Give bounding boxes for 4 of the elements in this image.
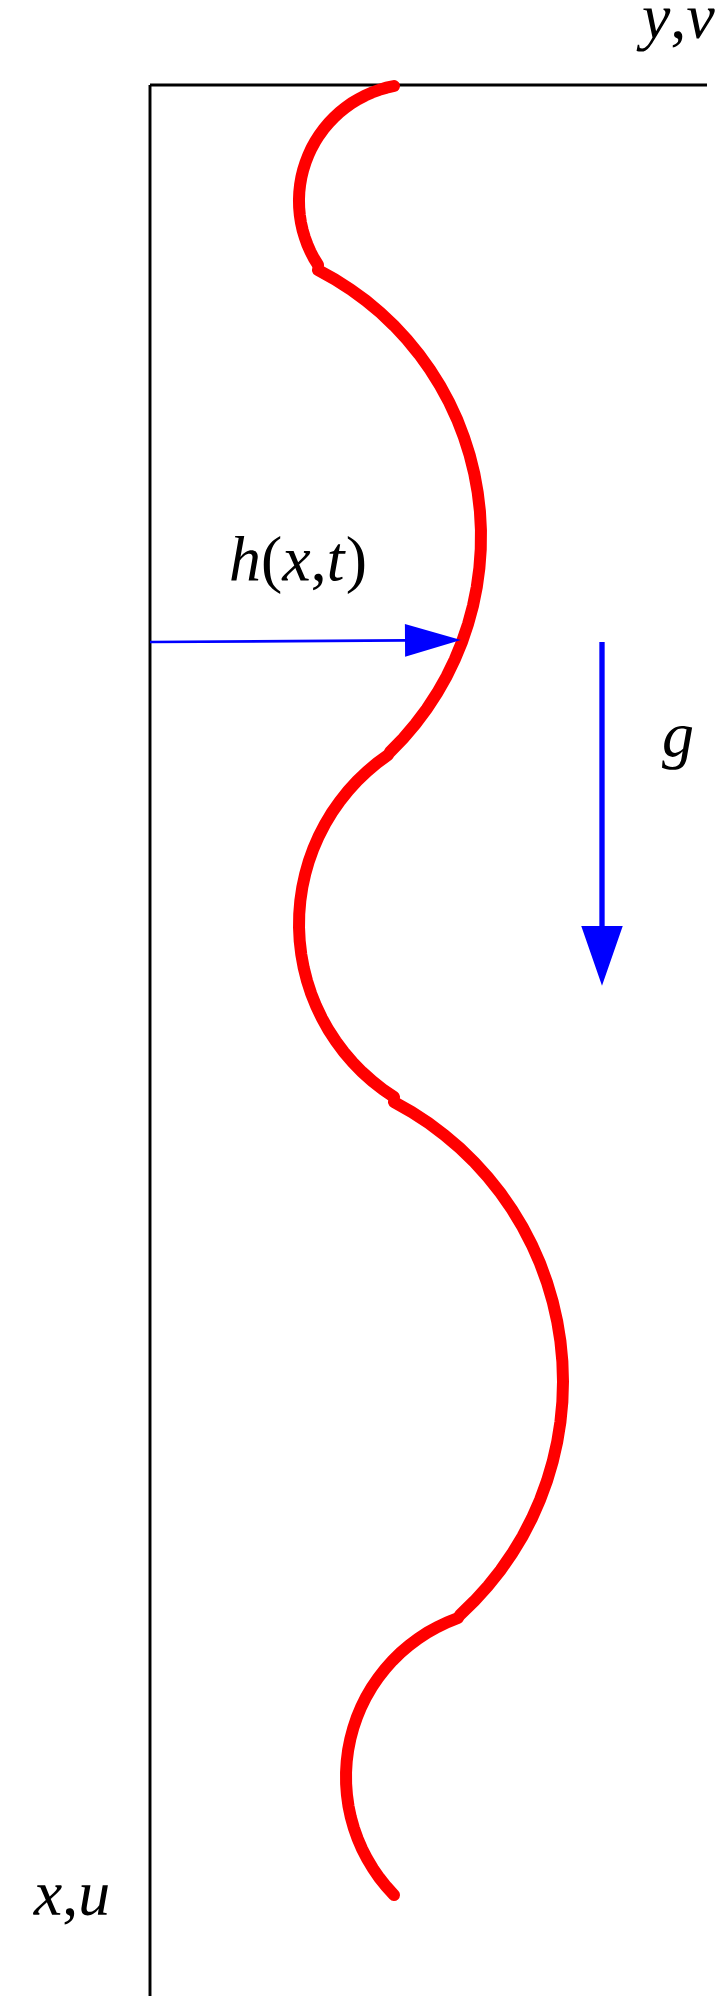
axis-label: x,u [33,1885,108,1925]
axis-label: h(x,t) [231,535,365,594]
axis-label: y,v [636,8,715,52]
axis-label: g [662,726,693,770]
